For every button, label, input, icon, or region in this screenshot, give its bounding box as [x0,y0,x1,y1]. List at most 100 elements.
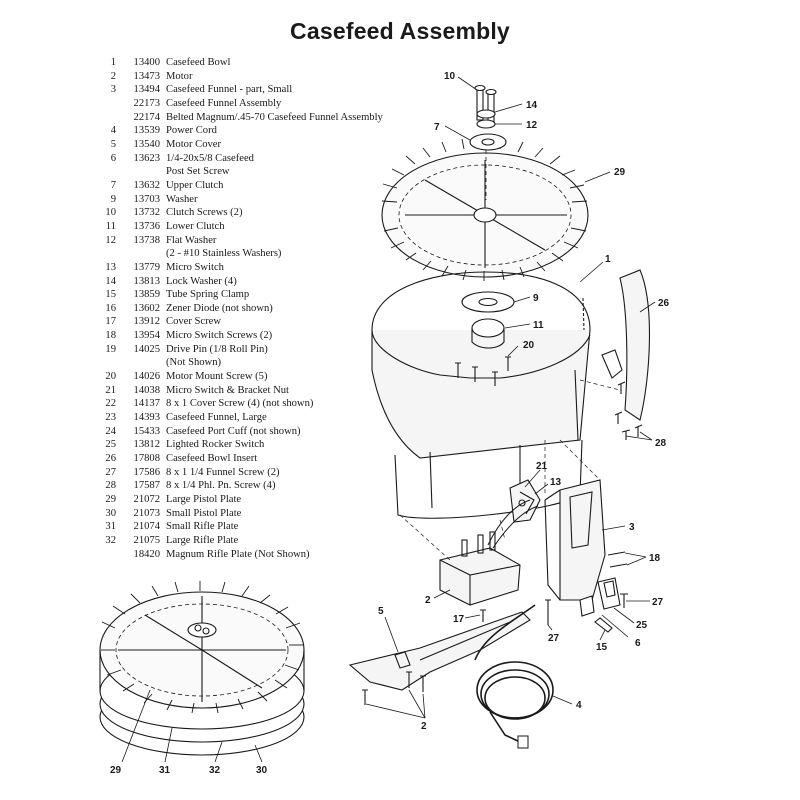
part-number: 18420 [133,548,160,560]
casefeed-bowl-1 [371,271,591,519]
plate-stack [99,581,305,756]
callout-5: 5 [378,606,384,617]
callout-20: 20 [523,340,535,351]
part-description: Clutch Screws (2) [166,207,243,219]
part-index: 4 [110,125,116,137]
part-index: 25 [105,439,116,451]
part-description: Cover Screw [166,316,222,328]
part-number: 22173 [133,97,160,109]
part-description: Drive Pin (1/8 Roll Pin) [166,343,268,355]
part-index: 14 [105,275,116,287]
part-index: 17 [105,316,116,328]
callout-12: 12 [526,120,538,131]
callout-27-left: 27 [548,633,560,644]
part-description: Upper Clutch [166,179,224,191]
part-number: 14026 [133,371,160,383]
part-number: 13812 [133,439,160,451]
part-number: 13539 [133,125,160,137]
part-description: Lock Washer (4) [166,275,237,287]
power-cord-4 [474,604,554,749]
callout-2-motor: 2 [425,595,431,606]
part-description: 8 x 1 1/4 Funnel Screw (2) [166,466,280,478]
part-number: 21074 [133,521,160,533]
part-description: Lower Clutch [166,220,225,232]
part-number: 13732 [133,207,160,219]
part-index: 2 [110,70,116,82]
part-number: 13954 [133,330,160,342]
part-description: Casefeed Funnel - part, Small [166,84,293,96]
parts-list-row: (2 - #10 Stainless Washers) [98,247,383,261]
casefeed-funnel-3 [544,479,606,601]
part-description: Micro Switch [166,261,224,273]
part-description: Motor Mount Screw (5) [166,371,268,383]
part-index: 15 [105,289,116,301]
part-description: Motor Cover [166,138,222,150]
callout-4: 4 [576,700,582,711]
part-description: 8 x 1 Cover Screw (4) (not shown) [166,398,314,410]
top-plate-29 [381,138,589,281]
motor-2 [439,499,539,606]
part-number: 13540 [133,138,160,150]
part-description: Motor [166,70,193,82]
parts-list-row: 26 17808 Casefeed Bowl Insert [98,452,383,466]
callout-32: 32 [209,765,221,776]
micro-switch-assembly [509,479,541,523]
rocker-switch-25 [579,577,621,633]
callout-28: 28 [655,438,667,449]
part-index: 26 [105,453,116,465]
parts-list-row: Post Set Screw [98,165,383,179]
part-index: 9 [110,193,116,205]
part-description: Casefeed Bowl Insert [166,453,258,465]
part-index: 18 [105,330,116,342]
part-description: Casefeed Funnel, Large [166,412,267,424]
part-index: 27 [105,466,116,478]
part-index: 3 [110,84,116,96]
part-number: 21075 [133,534,160,546]
funnel-screws [545,551,628,625]
part-index: 21 [105,384,116,396]
callout-14: 14 [526,100,538,111]
part-index: 7 [110,179,116,191]
part-number: 14393 [133,412,160,424]
page-title: Casefeed Assembly [290,18,510,44]
part-index: 6 [110,152,116,164]
parts-list-row: 4 13539 Power Cord [98,124,383,138]
part-index: 29 [105,494,116,505]
part-description: Large Pistol Plate [166,494,242,505]
part-number: 13779 [133,261,160,273]
part-number: 14025 [133,343,160,355]
part-number: 17586 [133,466,160,478]
motor-cover-5 [348,611,531,691]
part-number: 17808 [133,453,160,465]
part-description: Power Cord [166,125,217,137]
callout-25: 25 [636,620,648,631]
parts-list-row: (Not Shown) [98,356,383,370]
callout-2-screws: 2 [421,721,427,732]
clutch-hardware-stack [469,84,507,200]
part-number: 22174 [133,111,160,123]
callout-15: 15 [596,642,608,653]
callout-29: 29 [614,167,626,178]
cover-screws [362,671,426,705]
part-index: 28 [105,480,116,492]
part-number: 21072 [133,494,160,505]
part-description: Casefeed Port Cuff (not shown) [166,425,301,437]
